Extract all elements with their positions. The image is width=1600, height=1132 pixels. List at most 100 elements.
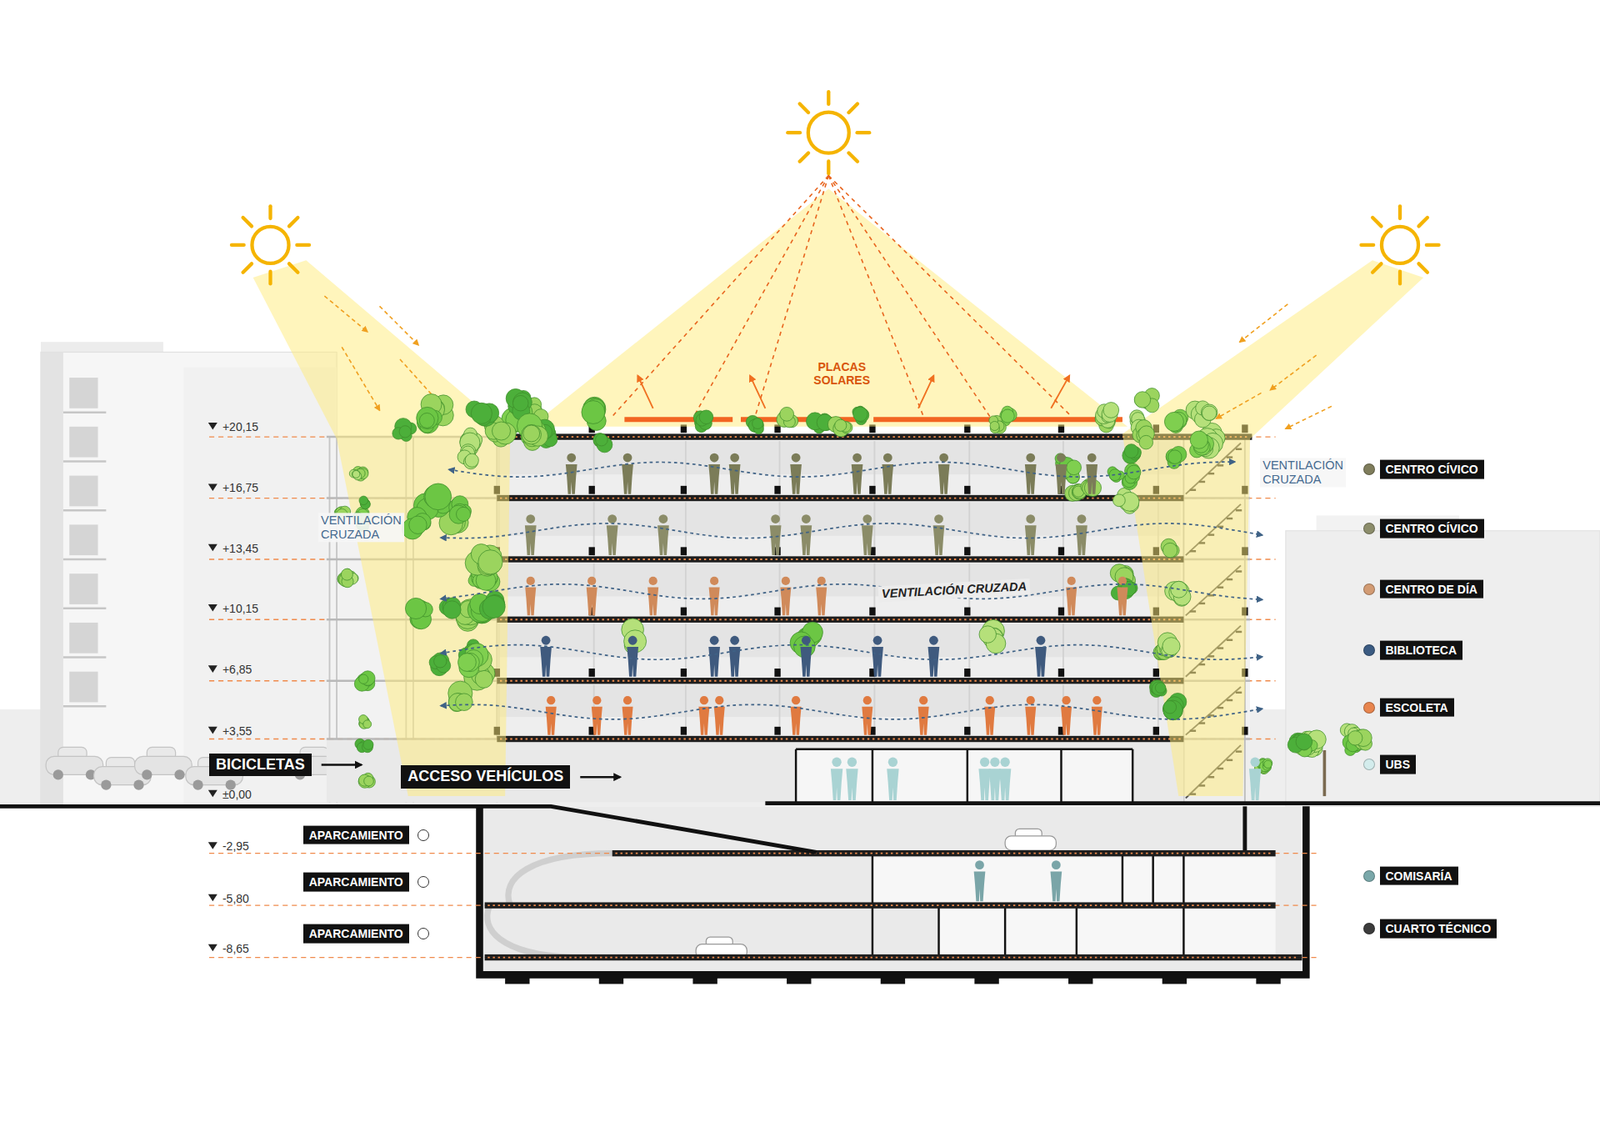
foliage	[359, 495, 370, 510]
label-text: VENTILACIÓN CRUZADA	[320, 513, 402, 541]
sun-ray	[1398, 271, 1402, 285]
leaf	[364, 775, 375, 786]
head	[541, 635, 551, 645]
reflection-arrow	[750, 375, 765, 409]
footing	[505, 974, 530, 984]
leaf	[835, 419, 847, 431]
reflection-arrow	[918, 375, 934, 409]
sun-ray	[1398, 205, 1402, 219]
leaf	[780, 406, 795, 421]
leaf	[352, 470, 360, 478]
level-height: ±0,00	[222, 787, 252, 801]
wheel	[133, 780, 144, 790]
window	[69, 524, 98, 555]
leaf	[1264, 760, 1272, 768]
sun-ray	[289, 217, 298, 226]
foliage	[1121, 463, 1141, 490]
head	[975, 860, 985, 870]
body	[545, 706, 557, 735]
body	[800, 646, 812, 677]
leaf	[1164, 411, 1184, 431]
person-figure	[606, 514, 619, 555]
head	[710, 635, 720, 645]
head	[623, 453, 633, 463]
person-figure	[770, 514, 782, 555]
back-wall	[500, 563, 1181, 597]
beam-end	[774, 726, 780, 735]
beam-end	[589, 668, 595, 677]
foliage	[465, 400, 500, 426]
head	[1077, 514, 1087, 524]
solar-panel	[873, 416, 998, 422]
sun-ray	[1372, 217, 1381, 226]
head	[831, 757, 841, 767]
person-figure	[989, 757, 1001, 800]
leaf	[1103, 402, 1120, 419]
person-figure	[1091, 695, 1103, 735]
head	[1087, 453, 1097, 463]
person-figure	[881, 453, 894, 495]
body	[886, 768, 899, 800]
person-figure	[918, 695, 930, 735]
sun-icon	[1360, 205, 1439, 284]
foliage	[1134, 388, 1160, 413]
person-figure	[591, 695, 603, 735]
leaf	[1163, 700, 1183, 720]
airflow-line	[440, 523, 1263, 539]
body	[540, 646, 552, 677]
head	[566, 453, 576, 463]
head	[623, 695, 632, 705]
person-figure	[1035, 635, 1047, 677]
leaf	[581, 400, 605, 425]
person-figure	[626, 635, 639, 677]
balcony	[63, 410, 106, 413]
sun-arrow	[1240, 304, 1289, 342]
body	[933, 525, 945, 555]
leaf	[1151, 681, 1165, 695]
body	[1025, 706, 1036, 735]
person-figure	[729, 635, 741, 677]
floor-slab	[496, 555, 1184, 562]
footing	[1162, 974, 1187, 984]
body	[918, 706, 930, 735]
person-figure	[938, 453, 950, 495]
person-figure	[621, 453, 634, 495]
leaf	[434, 655, 447, 668]
sun-ray	[787, 130, 800, 135]
legend-text: APARCAMIENTO	[309, 827, 404, 841]
room-wall	[1182, 853, 1185, 905]
airflow-line	[440, 645, 1263, 660]
head	[985, 695, 995, 705]
person-figure	[886, 757, 899, 800]
floor-space	[500, 716, 1181, 740]
beam-end	[774, 485, 780, 495]
solar-panel	[624, 416, 733, 422]
person-figure	[540, 635, 552, 677]
floor-slab	[485, 954, 1303, 960]
footing	[1255, 974, 1280, 984]
legend-text: BIBLIOTECA	[1385, 643, 1458, 657]
sunlight-cone	[530, 189, 1128, 427]
room-wall	[871, 905, 874, 957]
beam-end	[1058, 668, 1065, 677]
reflection-arrow	[637, 375, 653, 409]
head	[715, 695, 724, 705]
sun-ray	[849, 104, 858, 113]
light-ray	[694, 175, 830, 417]
foliage	[1160, 538, 1180, 558]
foliage	[693, 410, 714, 433]
leaf	[351, 470, 360, 479]
body	[861, 706, 873, 735]
ground-rooms	[795, 749, 1133, 803]
head	[1250, 757, 1260, 767]
level-height: +3,55	[222, 724, 252, 738]
legend-swatch	[1363, 522, 1375, 535]
foliage	[521, 425, 549, 451]
beam-end	[680, 607, 687, 616]
leaf	[363, 739, 374, 750]
tag-text: BICICLETAS	[215, 755, 305, 773]
foliage	[745, 415, 764, 434]
head	[1025, 514, 1035, 524]
head	[801, 635, 811, 645]
foliage	[1190, 430, 1215, 458]
